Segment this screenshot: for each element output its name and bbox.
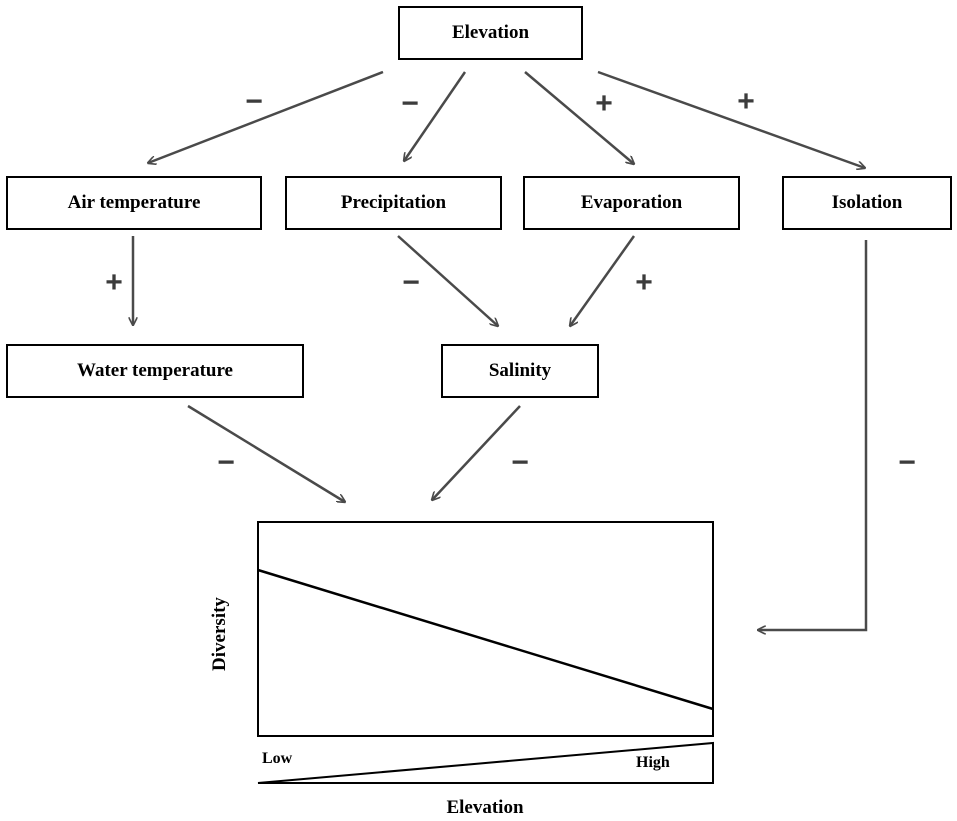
- sign-salinity-diversity: −: [511, 446, 529, 479]
- diversity-axis-label: Diversity: [209, 597, 230, 671]
- arrow-evaporation-salinity: [570, 235, 636, 326]
- node-isolation: Isolation: [782, 176, 952, 230]
- node-water-temperature: Water temperature: [6, 344, 304, 398]
- high-label: High: [636, 754, 670, 771]
- node-elevation: Elevation: [398, 6, 583, 60]
- sign-evaporation-salinity: +: [635, 266, 653, 299]
- sign-elevation-air-temperature: −: [245, 85, 263, 118]
- sign-precipitation-salinity: −: [402, 266, 420, 299]
- node-precipitation: Precipitation: [285, 176, 502, 230]
- arrow-elevation-evaporation: [524, 71, 634, 164]
- arrow-precipitation-salinity: [397, 235, 498, 326]
- diversity-plot-frame: [257, 521, 714, 737]
- sign-elevation-isolation: +: [737, 85, 755, 118]
- sign-isolation-diversity: −: [898, 446, 916, 479]
- node-evaporation: Evaporation: [523, 176, 740, 230]
- arrow-salinity-diversity: [432, 405, 521, 500]
- arrow-elevation-precipitation: [404, 71, 467, 161]
- arrow-water-temperature-diversity: [187, 404, 345, 502]
- elevation-axis-label: Elevation: [446, 797, 524, 818]
- arrow-elevation-isolation: [597, 70, 865, 168]
- low-label: Low: [262, 750, 293, 767]
- elevation-wedge: [257, 741, 714, 784]
- sign-air-temperature-water-temperature: +: [105, 266, 123, 299]
- arrow-elevation-air-temperature: [148, 70, 384, 163]
- sign-water-temperature-diversity: −: [217, 446, 235, 479]
- diversity-trend-line: [257, 568, 714, 711]
- sign-elevation-precipitation: −: [401, 87, 419, 120]
- arrow-isolation-diversity: [758, 240, 868, 630]
- node-salinity: Salinity: [441, 344, 599, 398]
- sign-elevation-evaporation: +: [595, 87, 613, 120]
- node-air-temperature: Air temperature: [6, 176, 262, 230]
